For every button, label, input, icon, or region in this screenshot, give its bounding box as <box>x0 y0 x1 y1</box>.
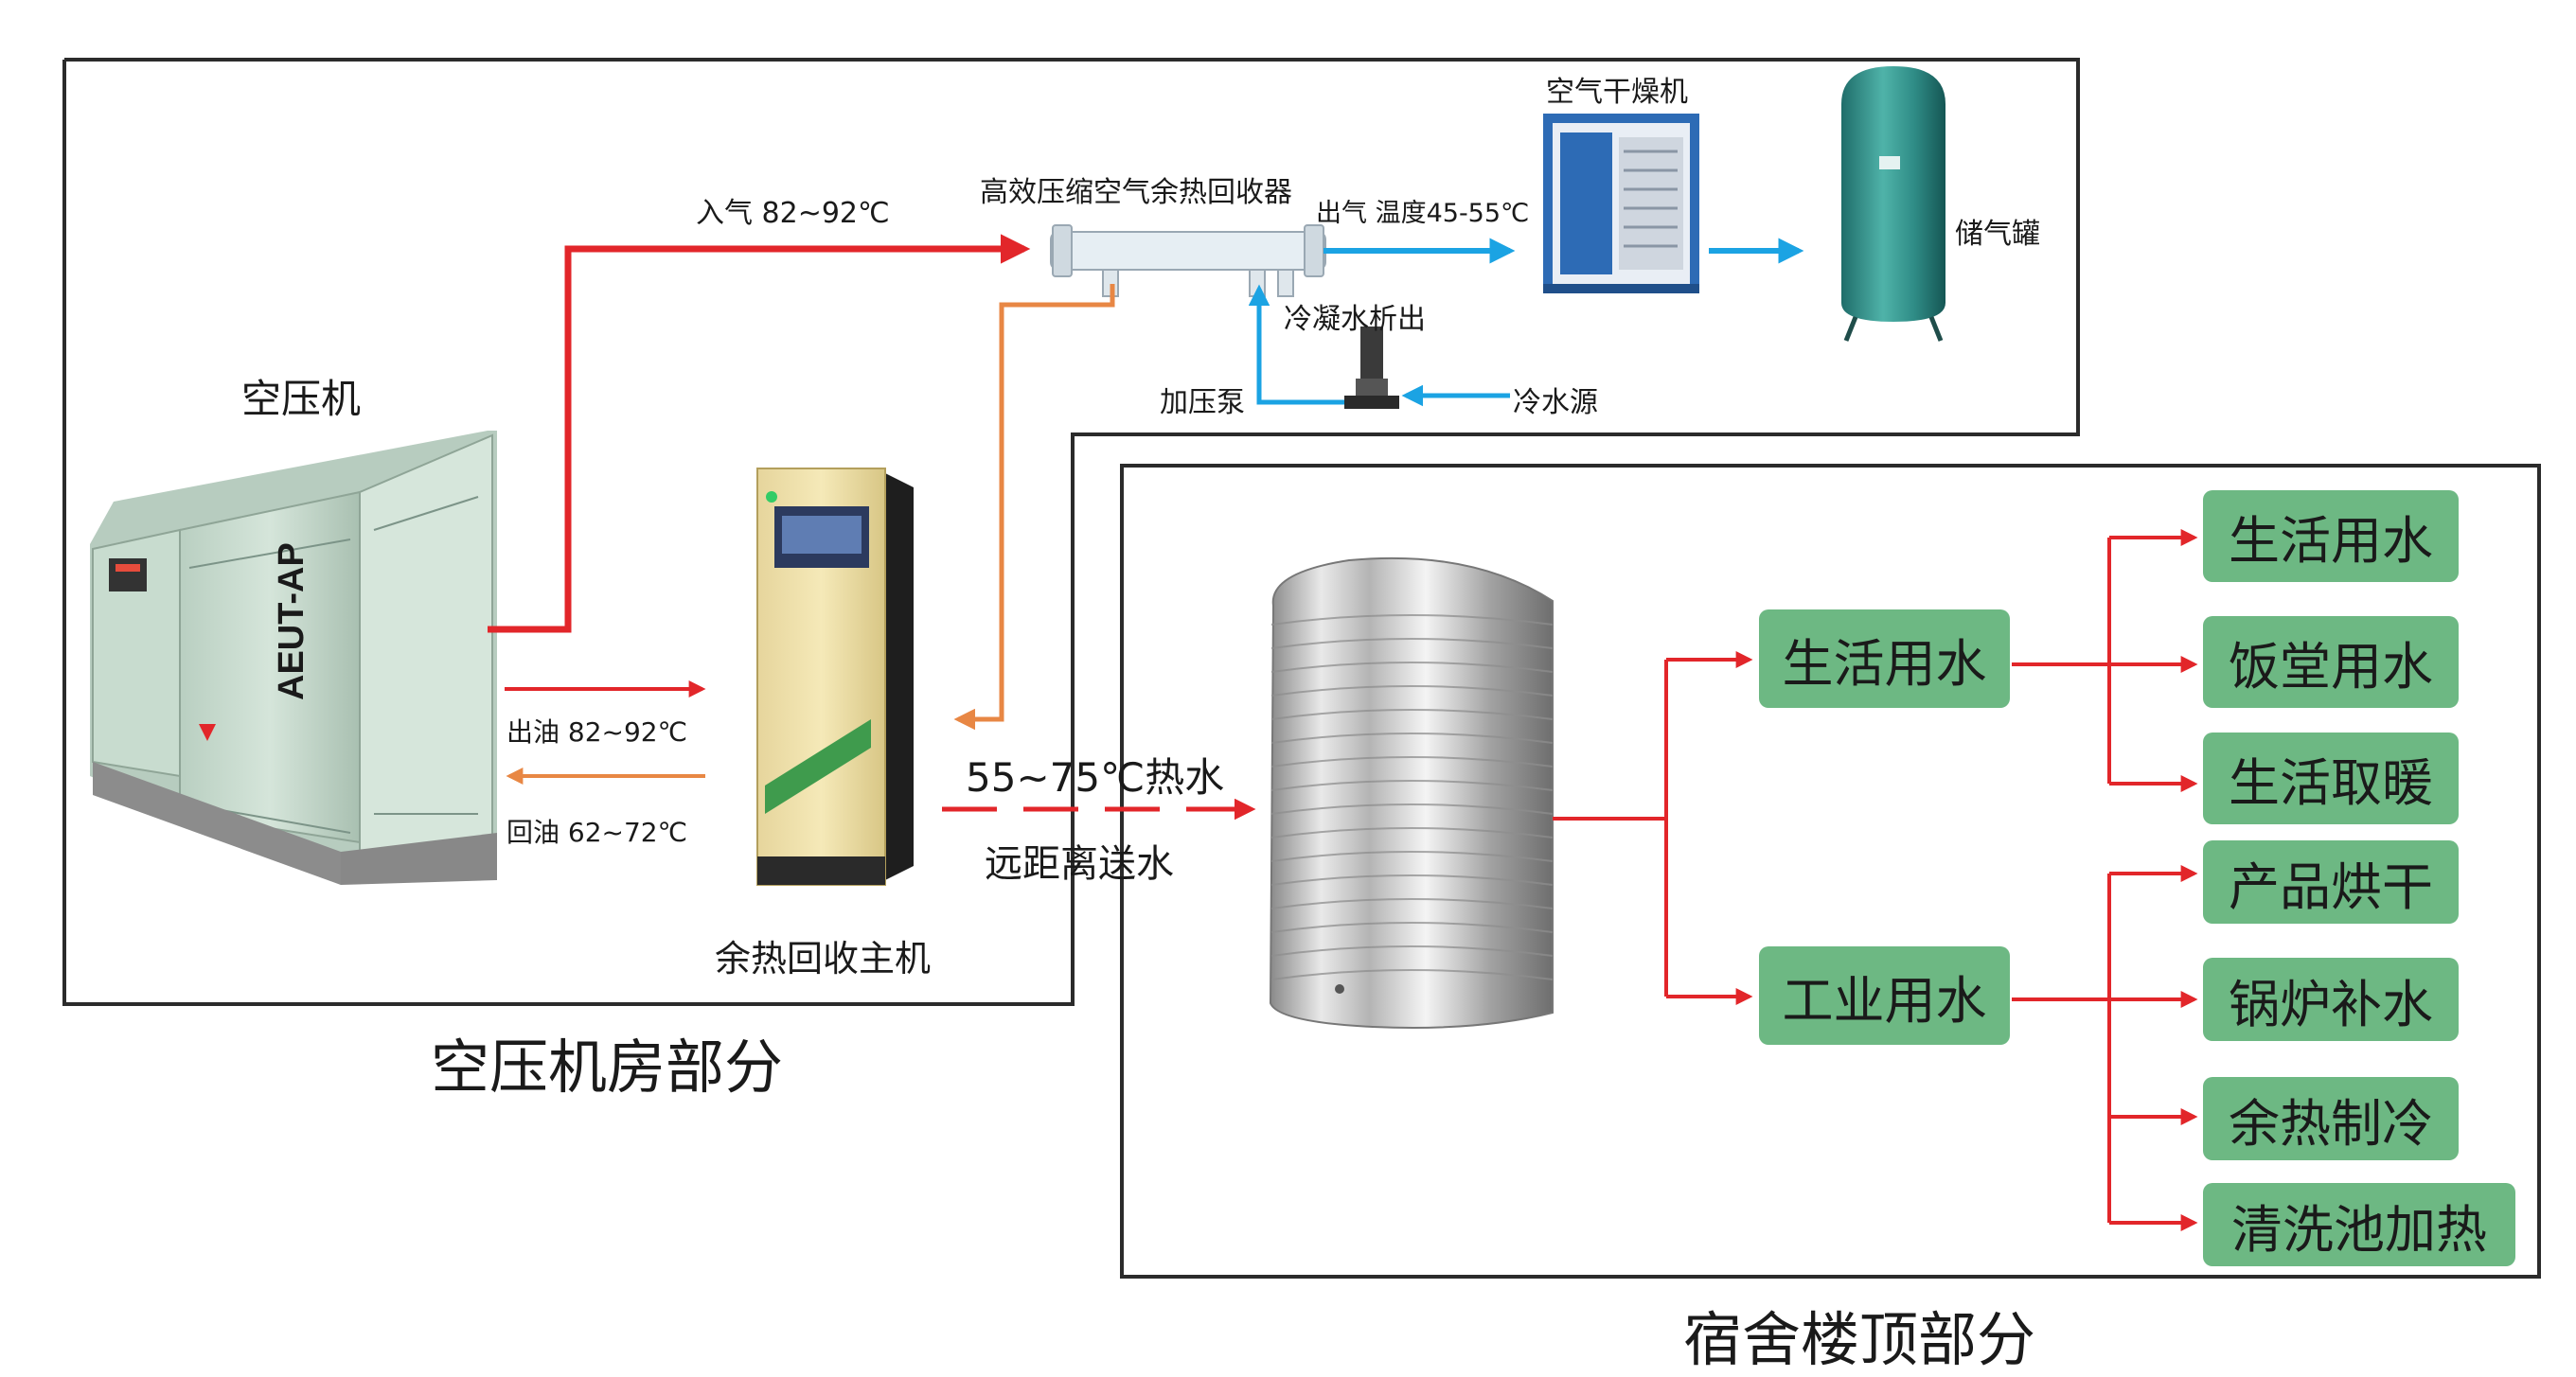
compressor-brand: AEUT-AP <box>272 542 311 700</box>
use-space-heating: 生活取暖 <box>2203 733 2459 824</box>
use-boiler-makeup: 锅炉补水 <box>2203 958 2459 1041</box>
cold-water-source-label: 冷水源 <box>1513 386 1598 419</box>
recovered-heat-arrow <box>953 284 1115 731</box>
air-dryer-label: 空气干燥机 <box>1546 76 1688 109</box>
dormitory-roof-frame <box>1120 464 2541 1279</box>
domestic-water-box: 生活用水 <box>1759 609 2010 708</box>
compressor-room-frame <box>62 58 2080 1006</box>
oil-out-label: 出油 82~92℃ <box>506 716 688 748</box>
stainless-water-tank-image <box>1269 556 1554 1029</box>
use-product-drying: 产品烘干 <box>2203 840 2459 924</box>
hot-water-label: 55~75℃热水 <box>966 754 1225 801</box>
use-waste-heat-cooling: 余热制冷 <box>2203 1077 2459 1160</box>
air-compressor-label: 空压机 <box>241 376 362 422</box>
use-cleaning-pool-heating: 清洗池加热 <box>2203 1183 2515 1266</box>
oil-return-label: 回油 62~72℃ <box>506 817 688 848</box>
heat-recovery-main-unit-label: 余热回收主机 <box>715 938 932 980</box>
pump-to-recoverer-arrow <box>1248 284 1344 405</box>
booster-pump-label: 加压泵 <box>1160 386 1245 419</box>
outlet-air-label: 出气 温度45-55℃ <box>1316 199 1530 228</box>
dormitory-roof-title: 宿舍楼顶部分 <box>1683 1305 2036 1374</box>
compressor-room-title: 空压机房部分 <box>431 1033 784 1102</box>
remote-delivery-label: 远距离送水 <box>985 842 1174 886</box>
high-efficiency-recoverer-label: 高效压缩空气余热回收器 <box>980 176 1292 209</box>
heat-recoverer-image <box>1050 224 1326 297</box>
booster-pump-image <box>1344 327 1399 409</box>
air-compressor-image: AEUT-AP <box>90 431 497 885</box>
industrial-water-box: 工业用水 <box>1759 946 2010 1045</box>
air-tank-label: 储气罐 <box>1955 218 2040 251</box>
heat-recovery-main-unit-image <box>756 468 914 886</box>
air-dryer-image <box>1543 114 1699 293</box>
inlet-air-label: 入气 82~92℃ <box>696 197 890 230</box>
air-tank-image <box>1841 66 1945 342</box>
use-canteen-water: 饭堂用水 <box>2203 616 2459 708</box>
inlet-air-arrow <box>488 234 1031 633</box>
condensate-label: 冷凝水析出 <box>1284 303 1426 336</box>
use-domestic-water: 生活用水 <box>2203 490 2459 582</box>
